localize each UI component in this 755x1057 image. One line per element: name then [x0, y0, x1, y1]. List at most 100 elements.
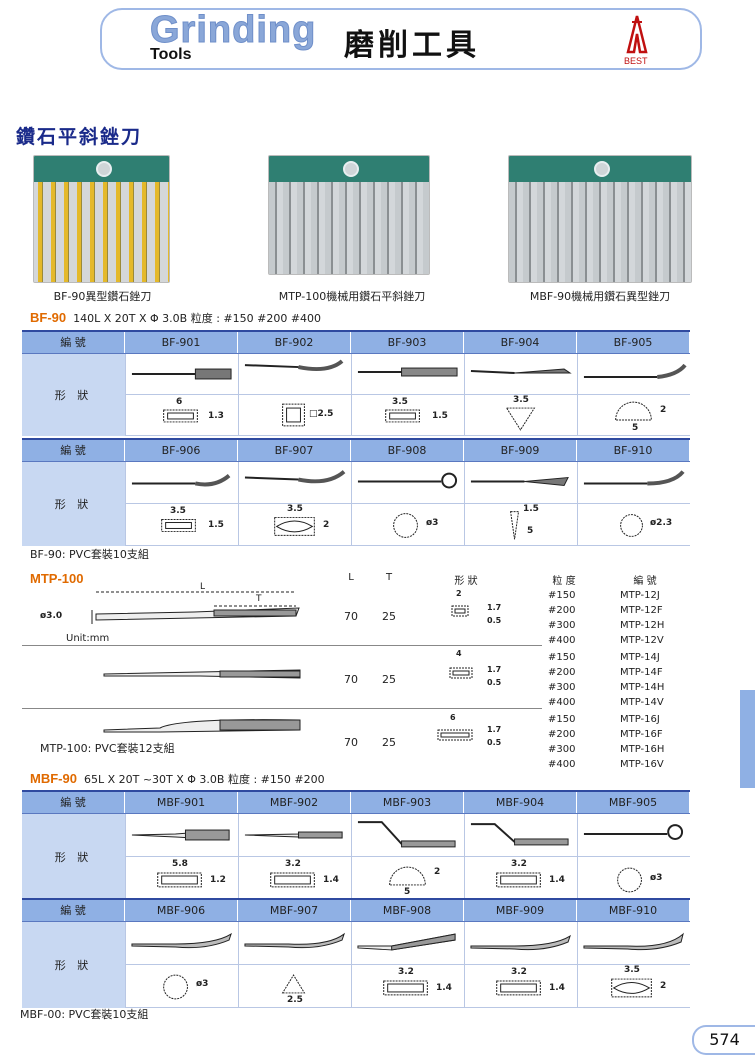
mtp-t: 25: [382, 673, 396, 686]
page-number: 574: [692, 1025, 755, 1055]
model-code: BF-908: [351, 440, 464, 461]
bf90-table-2: 編 號 BF-906 BF-907 BF-908 BF-909 BF-910 形…: [22, 438, 690, 546]
dim-diameter: ø3: [426, 518, 439, 528]
grit: #150: [548, 590, 576, 601]
mtp-h: 1.7: [487, 725, 502, 734]
grit: #400: [548, 697, 576, 708]
diagram-diameter: ø3.0: [40, 611, 63, 621]
code: MTP-16H: [620, 744, 665, 755]
mtp-w: 2: [456, 589, 462, 598]
mtp-profile: [103, 719, 301, 733]
cross-section: □2.5: [238, 395, 351, 436]
code: MTP-14H: [620, 682, 665, 693]
dim-width: 5.8: [172, 859, 188, 869]
grit: #400: [548, 635, 576, 646]
file-profile: [464, 922, 577, 965]
dim-height: 1.5: [208, 520, 224, 530]
file-profile: [351, 462, 464, 504]
diagram-l: L: [200, 582, 206, 592]
table-header-row: 編 號 BF-906 BF-907 BF-908 BF-909 BF-910: [22, 440, 690, 462]
file-profile: [351, 354, 464, 395]
shape-label: 形 狀: [22, 814, 125, 900]
code: MTP-16V: [620, 759, 664, 770]
model-code: BF-906: [125, 440, 238, 461]
dim-side: 2.5: [287, 995, 303, 1005]
section-title: 鑽石平斜銼刀: [16, 126, 143, 148]
model-code: BF-901: [125, 332, 238, 353]
dim-width: 3.2: [511, 967, 527, 977]
file-profile: [238, 922, 351, 965]
model-code: MBF-902: [238, 792, 351, 813]
mbf90-code: MBF-90: [30, 771, 77, 786]
dim-width: 3.5: [170, 506, 186, 516]
cross-section: ø3: [125, 965, 238, 1008]
mtp-h: 1.7: [487, 603, 502, 612]
bf90-table-1: 編 號 BF-901 BF-902 BF-903 BF-904 BF-905 形…: [22, 330, 690, 436]
mtp-w: 4: [456, 649, 462, 658]
file-profile: [351, 814, 464, 857]
model-code: MBF-904: [464, 792, 577, 813]
dim-width: 3.2: [285, 859, 301, 869]
table-header-row: 編 號 BF-901 BF-902 BF-903 BF-904 BF-905: [22, 332, 690, 354]
side-tab-marker: [740, 690, 755, 788]
grit: #300: [548, 682, 576, 693]
cross-section: ø3: [577, 857, 690, 900]
model-code: MBF-906: [125, 900, 238, 921]
model-code: MBF-903: [351, 792, 464, 813]
dim-width: 3.5: [287, 504, 303, 514]
dim-width: 3.5: [513, 395, 529, 405]
code: MTP-14F: [620, 667, 663, 678]
grit: #150: [548, 652, 576, 663]
table-header-row: 編 號 MBF-906 MBF-907 MBF-908 MBF-909 MBF-…: [22, 900, 690, 922]
dim-height: 1.3: [208, 411, 224, 421]
file-profile: [238, 814, 351, 857]
code-header: 編 號: [22, 900, 125, 921]
shape-label: 形 狀: [22, 354, 125, 436]
mtp-h2: 0.5: [487, 678, 502, 687]
mbf90-product-photo: [508, 155, 692, 283]
bf90-spec: BF-90 140L X 20T X Φ 3.0B 粒度 : #150 #200…: [30, 310, 321, 326]
code: MTP-14J: [620, 652, 660, 663]
cross-section: 3.5: [464, 395, 577, 436]
dim-side: □2.5: [309, 409, 334, 419]
mtp-h: 1.7: [487, 665, 502, 674]
code: MTP-12J: [620, 590, 660, 601]
code: MTP-12F: [620, 605, 663, 616]
file-profile: [464, 462, 577, 504]
cross-section: ø2.3: [577, 504, 690, 546]
code: MTP-14V: [620, 697, 664, 708]
file-profile: [238, 354, 351, 395]
code: MTP-12V: [620, 635, 664, 646]
dim-height: 2: [660, 405, 667, 415]
mtp-l: 70: [344, 610, 358, 623]
shape-label: 形 狀: [22, 922, 125, 1008]
bf90-code: BF-90: [30, 310, 67, 325]
mbf90-spec: MBF-90 65L X 20T ~30T X Φ 3.0B 粒度 : #150…: [30, 771, 325, 787]
photo-caption: BF-90異型鑽石銼刀: [53, 290, 152, 303]
grit: #200: [548, 605, 576, 616]
model-code: MBF-905: [577, 792, 690, 813]
dim-height: 1.4: [549, 983, 565, 993]
mtp100-code: MTP-100: [30, 571, 84, 586]
grit: #400: [548, 759, 576, 770]
mbf90-spec-text: 65L X 20T ~30T X Φ 3.0B 粒度 : #150 #200: [83, 773, 325, 786]
mtp-grits: #150#200#300#400: [548, 650, 575, 710]
divider: [22, 645, 542, 646]
bf90-product-photo: [33, 155, 170, 283]
model-code: MBF-908: [351, 900, 464, 921]
mtp-profile: [103, 669, 301, 679]
model-code: MBF-909: [464, 900, 577, 921]
photo-caption: MBF-90機械用鑽石異型銼刀: [529, 290, 671, 303]
dim-width: 3.5: [392, 397, 408, 407]
